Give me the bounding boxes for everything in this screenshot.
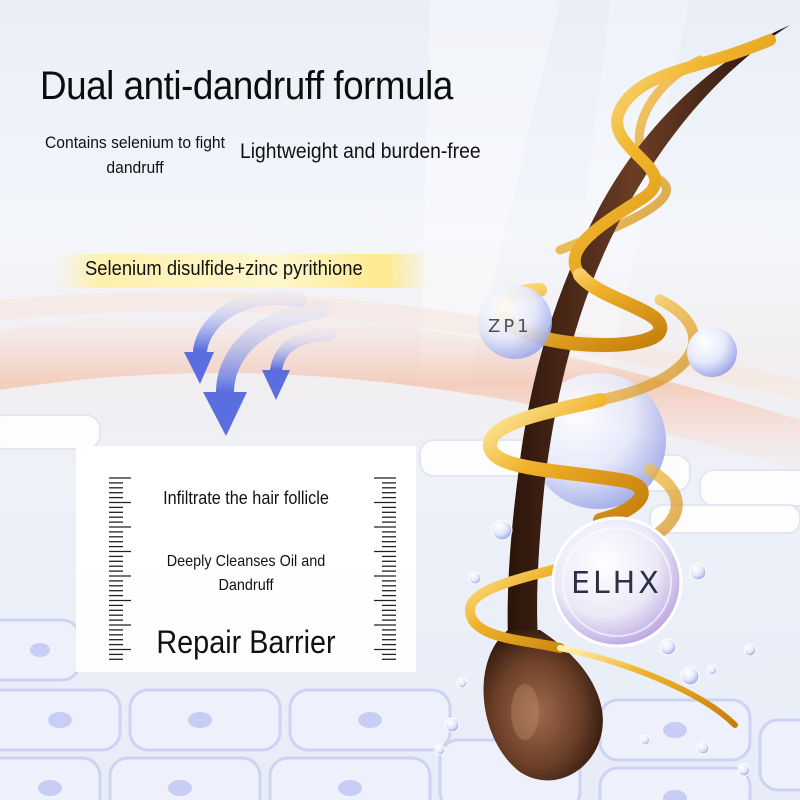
ruler-left [109, 477, 131, 660]
subtitle-selenium: Contains selenium to fight dandruff [45, 133, 225, 177]
benefit-panel [76, 446, 416, 672]
zp1-bubble-label: ZP1 [488, 316, 532, 337]
benefit-cleanse-text: Deeply Cleanses Oil and Dandruff [166, 553, 326, 594]
benefit-follicle: Infiltrate the hair follicle [163, 488, 329, 508]
arrows-group [184, 291, 336, 436]
ingredient-text: Selenium disulfide+zinc pyrithione [85, 258, 363, 280]
benefit-cleanse: Deeply Cleanses Oil and Dandruff [93, 550, 399, 598]
elhx-bubble-label: ELHX [571, 566, 662, 601]
ruler-scales [109, 477, 396, 660]
ingredient-banner [55, 254, 430, 288]
page-title: Dual anti-dandruff formula [40, 64, 453, 108]
ruler-right [374, 477, 396, 660]
subtitle-lightweight: Lightweight and burden-free [240, 140, 481, 163]
benefit-repair: Repair Barrier [156, 624, 336, 660]
